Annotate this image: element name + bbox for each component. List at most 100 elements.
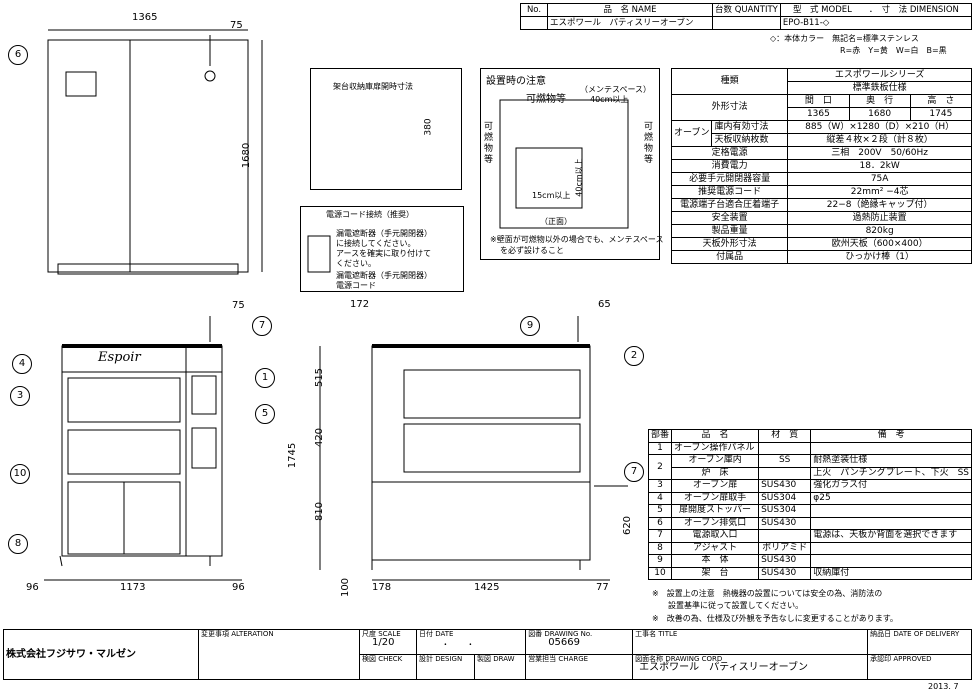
install-box: [480, 68, 660, 260]
balloon-7a: 7: [252, 316, 272, 336]
balloon-9: 9: [520, 316, 540, 336]
company-name: 株式会社フジサワ・マルゼン: [3, 629, 199, 680]
cord-line-1: 漏電遮断器（手元開閉器）: [336, 229, 432, 238]
dim-front-75: 75: [232, 300, 245, 311]
top-view-body: [47, 39, 249, 273]
alteration-label: 変更事項 ALTERATION: [198, 629, 360, 680]
balloon-8: 8: [8, 534, 28, 554]
espoir-logo: Espoir: [98, 350, 141, 365]
header-table: No. 品 名 NAME 台数 QUANTITY 型 式 MODEL ． 寸 法…: [520, 3, 973, 30]
parts-h-no: 部番: [647, 429, 673, 443]
cord-label-1: 漏電遮断器（手元開閉器）: [336, 271, 432, 280]
spec-acc-val: ひっかけ棒（1）: [787, 250, 972, 264]
year-label: 2013. 7: [928, 682, 959, 691]
cord-line-2: に接続してください。: [336, 239, 416, 248]
dim-side-420: 420: [314, 427, 326, 448]
drawing-no-label: 図番 DRAWING No.: [528, 630, 593, 638]
install-title: 設置時の注意: [486, 76, 546, 87]
cord-title: 電源コード接続（推奨）: [326, 210, 414, 219]
dim-side-1745: 1745: [287, 442, 299, 469]
side-view-oven: [371, 345, 591, 483]
balloon-7b: 7: [624, 462, 644, 482]
dim-side-65: 65: [598, 299, 611, 310]
approved-label: 承認印 APPROVED: [867, 654, 972, 680]
note-1b: 設置基準に従って設置してください。: [668, 601, 804, 610]
date-cell: 日付 DATE． ．: [415, 629, 527, 655]
check-label: 検図 CHECK: [359, 654, 417, 680]
balloon-3: 3: [10, 386, 30, 406]
code-label: 図面名称 DRAWING CORD: [635, 655, 723, 663]
install-combustible-top: 可燃物等: [526, 94, 566, 105]
dim-side-620: 620: [622, 515, 634, 536]
design-label: 設計 DESIGN: [416, 654, 475, 680]
parts-h-name: 品 名: [671, 429, 760, 443]
parts-h-note: 備 考: [810, 429, 972, 443]
dim-top-75: 75: [230, 20, 243, 31]
install-left-dim: 15cm以上: [532, 191, 571, 200]
balloon-1: 1: [255, 368, 275, 388]
color-note-1: ◇：本体カラー 無記名=標準ステンレス: [770, 34, 919, 43]
date-value: ． ．: [443, 637, 478, 648]
scale-label: 尺度 SCALE: [362, 630, 401, 638]
install-combustible-right: 可燃物等: [644, 122, 654, 165]
balloon-4: 4: [12, 354, 32, 374]
dim-side-172: 172: [350, 299, 370, 310]
drawing-no-cell: 図番 DRAWING No.05669: [525, 629, 634, 655]
cord-line-4: ください。: [336, 259, 376, 268]
note-1a: ※ 設置上の注意 熱機器の設置については安全の為、消防法の: [652, 589, 883, 598]
dim-front-96a: 96: [26, 582, 39, 593]
spec-oven-label: オーブン: [670, 120, 713, 147]
install-back-dim: 40cm以上: [574, 158, 584, 197]
dim-side-77: 77: [596, 582, 609, 593]
balloon-5: 5: [255, 404, 275, 424]
dim-front-96b: 96: [232, 582, 245, 593]
install-note-2: を必ず設けること: [500, 246, 564, 255]
product-name: エスポワール パティスリーオーブン: [547, 16, 713, 30]
balloon-2: 2: [624, 346, 644, 366]
dim-side-178: 178: [372, 582, 392, 593]
parts-h-mat: 材 質: [758, 429, 812, 443]
dim-side-515: 515: [314, 367, 326, 388]
note-2: ※ 改善の為、仕様及び外観を予告なしに変更することがあります。: [652, 614, 898, 623]
title-label: 工事名 TITLE: [632, 629, 869, 655]
install-maint: （メンテスペース）: [580, 85, 652, 94]
install-front: （正面）: [540, 217, 572, 226]
dim-side-1425: 1425: [474, 582, 500, 593]
dim-side-100: 100: [340, 577, 352, 598]
balloon-6: 6: [8, 45, 28, 65]
dim-front-1173: 1173: [120, 582, 146, 593]
cord-label-2: 電源コード: [336, 281, 376, 290]
install-note-1: ※壁面が可燃物以外の場合でも、メンテスペース: [490, 235, 664, 244]
install-maint-dim: 40cm以上: [590, 95, 629, 104]
install-combustible-left: 可燃物等: [484, 122, 494, 165]
side-view-stand: [371, 481, 591, 561]
charge-label: 営業担当 CHARGE: [525, 654, 634, 680]
drawing-no-value: 05669: [548, 637, 580, 648]
rack-box: 架台収納庫扉開時寸法: [310, 68, 462, 190]
table-row: 炉 床上火 パンチングプレート、下火 SS: [649, 466, 972, 480]
cord-line-3: アースを確実に取り付けて: [336, 249, 432, 258]
spec-acc-label: 付属品: [670, 250, 789, 264]
dim-top-w: 1365: [132, 12, 158, 23]
cord-box: [300, 206, 464, 292]
code-value: エスポワール パティスリーオーブン: [639, 662, 808, 673]
dim-top-h: 1680: [241, 142, 253, 169]
spec-type-label: 種類: [670, 68, 789, 95]
color-note-2: R=赤 Y=黄 W=白 B=黒: [840, 46, 947, 55]
rack-box-title: 架台収納庫扉開時寸法: [333, 82, 413, 91]
model-number: EPO-B11-◇: [779, 16, 973, 30]
balloon-10: 10: [10, 464, 30, 484]
delivery-label: 納品日 DATE OF DELIVERY: [867, 629, 972, 655]
